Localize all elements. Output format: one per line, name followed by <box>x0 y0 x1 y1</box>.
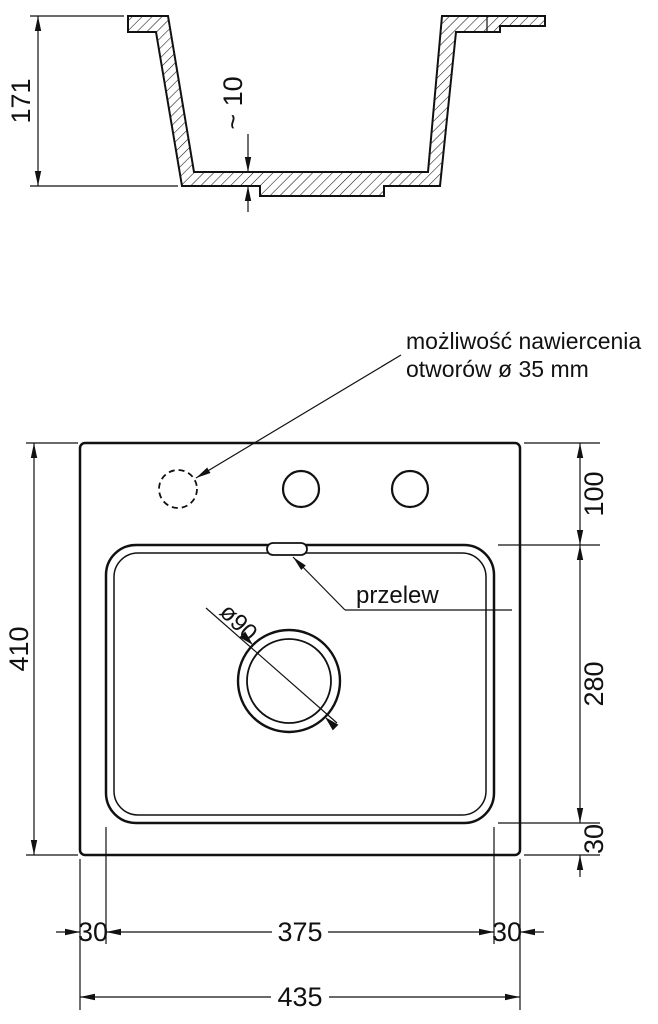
dim-label-30-right-chain: 30 <box>579 824 609 854</box>
optional-hole-dashed-circle <box>158 469 198 509</box>
sink-outer-edge <box>78 441 522 857</box>
dim-plan-height: 410 <box>4 442 78 856</box>
dim-label-375: 375 <box>277 917 322 947</box>
dim-label-410: 410 <box>4 626 34 671</box>
overflow-label: przelew <box>356 582 439 609</box>
sink-cross-section-body <box>127 15 546 197</box>
drain-outer-circle <box>236 628 342 734</box>
dim-label-171: 171 <box>6 78 36 123</box>
annotation-leader-line <box>195 354 402 479</box>
faucet-hole-circle <box>390 469 430 509</box>
dim-text-mask <box>272 918 328 946</box>
annotation-line1: możliwość nawiercenia <box>406 328 641 354</box>
dim-bottom-chain: 30 375 30 435 <box>56 827 544 1012</box>
faucet-hole-circle <box>281 469 321 509</box>
annotation-line2: otworów ø 35 mm <box>406 356 589 382</box>
drain <box>236 628 342 734</box>
drilling-annotation: możliwość nawiercenia otworów ø 35 mm <box>195 328 641 479</box>
dim-right-chain: 100 280 30 <box>498 442 609 877</box>
overflow-slot <box>266 542 308 556</box>
dim-bottom-thickness: ~ 10 <box>218 76 252 212</box>
leader-line <box>205 607 338 724</box>
dim-label-280: 280 <box>579 661 609 706</box>
arrowhead <box>325 717 339 731</box>
cross-section-view: 171 ~ 10 <box>6 15 546 212</box>
overflow-callout: przelew <box>292 556 512 611</box>
drain-diameter-label: ø90 <box>214 599 262 647</box>
plan-view: przelew ø90 możliwość nawiercenia otworó… <box>4 328 641 1012</box>
dim-text-mask <box>271 983 329 1011</box>
dim-label-435: 435 <box>277 982 322 1012</box>
dim-label-100: 100 <box>579 471 609 516</box>
faucet-holes <box>158 469 430 509</box>
dim-label-30-left: 30 <box>78 917 108 947</box>
dim-label-bottom-thickness: ~ 10 <box>218 76 248 129</box>
leader-line <box>292 556 346 611</box>
dim-cross-section-height: 171 <box>6 15 178 187</box>
dim-label-30-right: 30 <box>492 917 522 947</box>
arrowhead <box>239 631 253 645</box>
drain-inner-circle <box>246 638 332 724</box>
